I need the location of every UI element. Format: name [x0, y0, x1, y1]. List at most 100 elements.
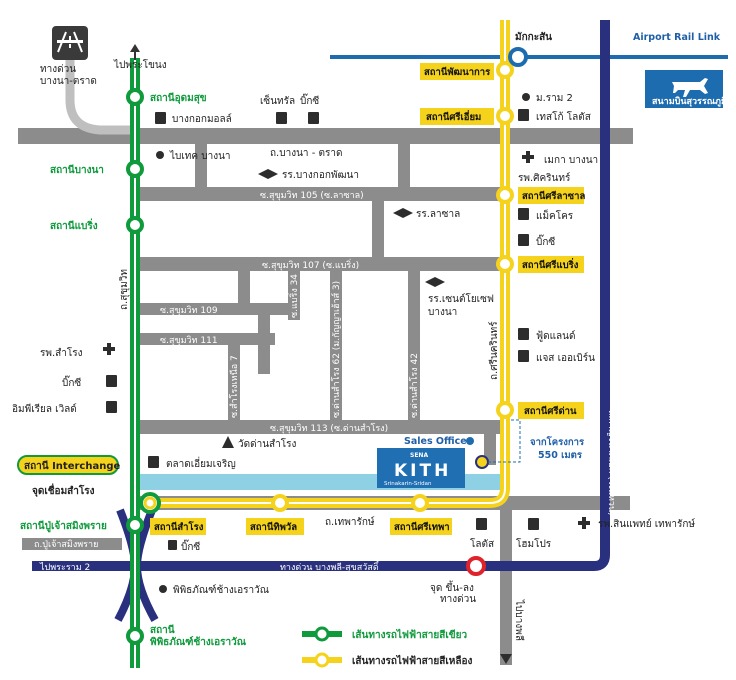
- station-si-thepha-label: สถานีศรีเทพา: [394, 521, 450, 533]
- place-ram2: ม.ราม 2: [536, 93, 573, 104]
- place-lasalle-school: รร.ลาซาล: [416, 209, 460, 220]
- place-bitec: ไบเทค บางนา: [169, 150, 231, 162]
- road-kanchanaphisek-label: ถ.กาญจนาภิเษก (วงแหวน): [606, 410, 617, 516]
- place-makro: แม็คโคร: [536, 208, 574, 222]
- station-si-iam-marker[interactable]: [496, 107, 514, 125]
- place-foodland: ฟู้ดแลนด์: [536, 330, 575, 342]
- sales-office-label: Sales Office: [404, 436, 467, 447]
- station-si-iam-label: สถานีศรีเอี่ยม: [426, 109, 481, 123]
- road-connector-e: [258, 314, 270, 374]
- place-home-pro: โฮมโปร: [516, 537, 552, 550]
- project-location-marker[interactable]: [475, 455, 489, 469]
- place-st-joseph-2: บางนา: [428, 307, 457, 318]
- place-bigc-bottom: บิ๊กซี: [181, 539, 200, 553]
- shopping-bag-icon: [518, 328, 529, 340]
- road-dan-samrong-62: [330, 270, 342, 422]
- arrow-left-icon: [20, 560, 32, 572]
- road-sukhumvit-111: [140, 333, 275, 345]
- legend: [302, 626, 342, 668]
- road-to-bang-phli-label: ไปบางพลี: [513, 599, 525, 641]
- road-thepharak-label: ถ.เทพารักษ์: [325, 516, 375, 528]
- station-si-bearing-marker[interactable]: [496, 255, 514, 273]
- station-museum-marker[interactable]: [126, 627, 144, 645]
- place-mega-bangna: เมกา บางนา: [544, 155, 598, 166]
- station-bang-na-label: สถานีบางนา: [50, 164, 104, 176]
- place-wat-dan-samrong: วัดด่านสำโรง: [238, 437, 297, 450]
- yellow-station-markers: [271, 61, 514, 512]
- station-si-dan-marker[interactable]: [496, 401, 514, 419]
- interchange-pill: [17, 455, 119, 475]
- station-interchange-label: สถานี Interchange: [24, 460, 120, 472]
- shopping-bag-icon: [476, 518, 487, 530]
- airport-label: สนามบินสุวรรณภูมิ: [652, 96, 727, 107]
- station-udom-suk-marker[interactable]: [126, 88, 144, 106]
- road-expressway-label: ทางด่วน บางพลี-สุขสวัสดิ์: [280, 560, 380, 573]
- shopping-bag-icon: [155, 112, 166, 124]
- place-tesco-lotus: เทสโก้ โลตัส: [536, 110, 591, 123]
- station-bearing-label: สถานีแบริ่ง: [50, 218, 98, 232]
- road-dan-samrong-42-label: ซ.ด่านสำโรง 42: [409, 353, 420, 418]
- station-bang-na-marker[interactable]: [126, 160, 144, 178]
- blue-expressway-line: [30, 20, 610, 571]
- road-bearing-34-label: ซ.แบริ่ง 34: [287, 274, 300, 318]
- place-hospital-thepharak: รพ.สินแพทย์ เทพารักษ์: [598, 518, 695, 530]
- station-samrong-label: สถานีสำโรง: [154, 521, 204, 533]
- station-si-thepha-marker[interactable]: [411, 494, 429, 512]
- road-samrong-nuea-7: [228, 344, 240, 424]
- station-si-la-salle-marker[interactable]: [496, 186, 514, 204]
- highway-sign-line2: บางนา-ตราด: [40, 76, 97, 87]
- road-srinakarin-label: ถ.ศรีนครินทร์: [488, 321, 500, 380]
- station-pu-chao-marker[interactable]: [126, 516, 144, 534]
- school-icon: [425, 277, 445, 287]
- road-connector-c: [372, 201, 384, 259]
- expressway-exit-label-1: จุด ขึ้น-ลง: [430, 580, 474, 594]
- distance-label-1: จากโครงการ: [530, 436, 585, 448]
- hospital-icon: [578, 517, 590, 529]
- legend-yellow-label: เส้นทางรถไฟฟ้าสายสีเหลือง: [352, 654, 473, 667]
- place-lotus: โลตัส: [470, 537, 494, 550]
- point-icon: [156, 151, 164, 159]
- point-icon: [159, 585, 167, 593]
- shopping-bag-icon: [518, 109, 529, 121]
- expressway-exit-marker[interactable]: [466, 556, 486, 576]
- highway-sign-line1: ทางด่วน: [40, 64, 76, 75]
- expressway-exit-label-2: ทางด่วน: [440, 594, 476, 605]
- station-thipha-marker[interactable]: [271, 494, 289, 512]
- north-direction-label: ไปพระโขนง: [113, 58, 167, 71]
- station-phatthanakan-marker[interactable]: [496, 61, 514, 79]
- place-central: เซ็นทรัล: [260, 93, 295, 107]
- makkasan-label: มักกะสัน: [515, 31, 552, 43]
- road-samrong-nuea-7-label: ซ.สำโรงเหนือ 7: [229, 355, 240, 418]
- station-pu-chao-label: สถานีปู่เจ้าสมิงพราย: [20, 520, 107, 533]
- airplane-icon: [672, 78, 708, 97]
- road-connector-a: [195, 144, 207, 189]
- project-logo-box[interactable]: [377, 448, 465, 488]
- shopping-bag-icon: [518, 234, 529, 246]
- road-bang-na-trat: [18, 128, 633, 144]
- hospital-icon: [522, 151, 534, 163]
- shopping-bag-icon: [528, 518, 539, 530]
- road-pu-chao-label: ถ.ปู่เจ้าสมิงพราย: [34, 539, 98, 550]
- shopping-bag-icon: [518, 350, 529, 362]
- shopping-bag-icon: [308, 112, 319, 124]
- station-museum-label-1: สถานี: [150, 624, 175, 636]
- station-bearing-marker[interactable]: [126, 216, 144, 234]
- yellow-label-boxes: [150, 63, 584, 535]
- road-sukhumvit-107-label: ซ.สุขุมวิท 107 (ซ.แบริ่ง): [262, 258, 359, 271]
- airport-rail-link-label: Airport Rail Link: [633, 32, 721, 43]
- school-icons: [258, 169, 445, 287]
- road-bearing-34: [288, 270, 300, 320]
- station-makkasan-marker[interactable]: [508, 47, 528, 67]
- road-sukhumvit-109: [140, 303, 295, 315]
- place-talad-iam-charoen: ตลาดเอี่ยมเจริญ: [166, 456, 236, 470]
- road-sukhumvit-105: [135, 187, 510, 201]
- road-sukhumvit-107: [135, 257, 510, 271]
- school-icon: [258, 169, 278, 179]
- station-phatthanakan-label: สถานีพัฒนาการ: [424, 66, 491, 78]
- station-si-bearing-label: สถานีศรีแบริ่ง: [522, 257, 579, 271]
- arrow-down-icon: [500, 654, 512, 664]
- station-si-la-salle-label: สถานีศรีลาซาล: [522, 190, 585, 202]
- road-to-bang-phli: [500, 510, 512, 665]
- road-to-rama2-label: ไปพระราม 2: [39, 562, 90, 573]
- station-udom-suk-label: สถานีอุดมสุข: [150, 92, 207, 104]
